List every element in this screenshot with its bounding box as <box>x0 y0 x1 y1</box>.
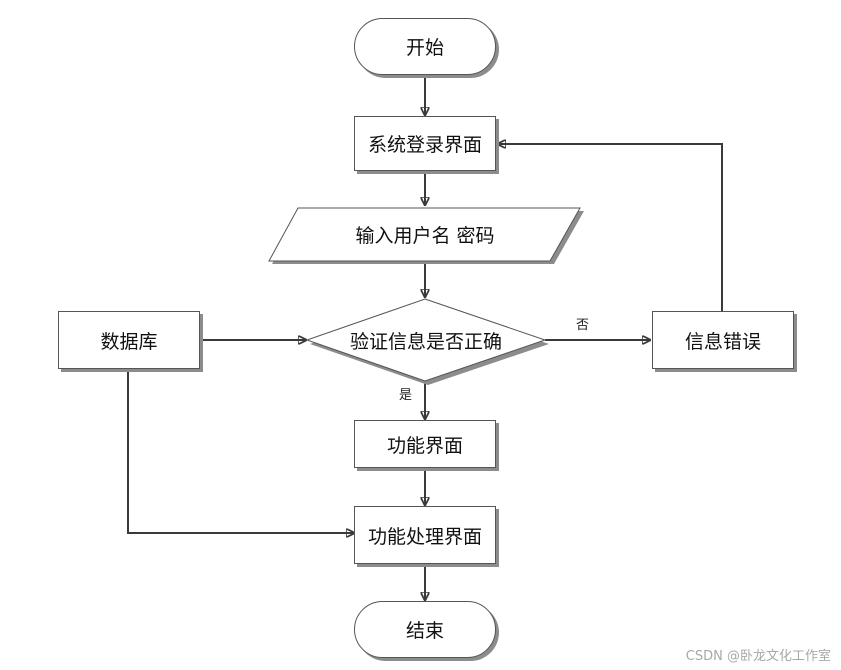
start-label: 开始 <box>405 37 444 59</box>
function-page-box: 功能界面 <box>354 420 496 468</box>
function-page-label: 功能界面 <box>386 434 463 457</box>
function-process-box: 功能处理界面 <box>354 506 496 564</box>
verify-label: 验证信息是否正确 <box>349 330 502 353</box>
function-process-label: 功能处理界面 <box>367 525 482 548</box>
input-label: 输入用户名 密码 <box>355 225 495 247</box>
database-label: 数据库 <box>100 330 158 353</box>
end-label: 结束 <box>405 620 444 642</box>
database-box: 数据库 <box>58 311 200 369</box>
error-box: 信息错误 <box>652 311 794 369</box>
edge-database-to-process <box>127 370 354 533</box>
end-terminal: 结束 <box>354 601 496 658</box>
login-page-box: 系统登录界面 <box>354 116 496 171</box>
edge-error-to-login <box>498 144 723 311</box>
edge-label-yes: 是 <box>399 388 413 403</box>
input-label-wrap: 输入用户名 密码 <box>300 208 550 261</box>
start-terminal: 开始 <box>354 18 496 75</box>
verify-label-wrap: 验证信息是否正确 <box>320 320 532 360</box>
login-page-label: 系统登录界面 <box>367 134 482 156</box>
watermark-text: CSDN @卧龙文化工作室 <box>685 649 831 664</box>
error-label: 信息错误 <box>684 330 761 353</box>
verify-decision-diamond <box>305 298 549 385</box>
edge-label-no: 否 <box>576 318 590 333</box>
input-parallelogram <box>268 207 584 264</box>
